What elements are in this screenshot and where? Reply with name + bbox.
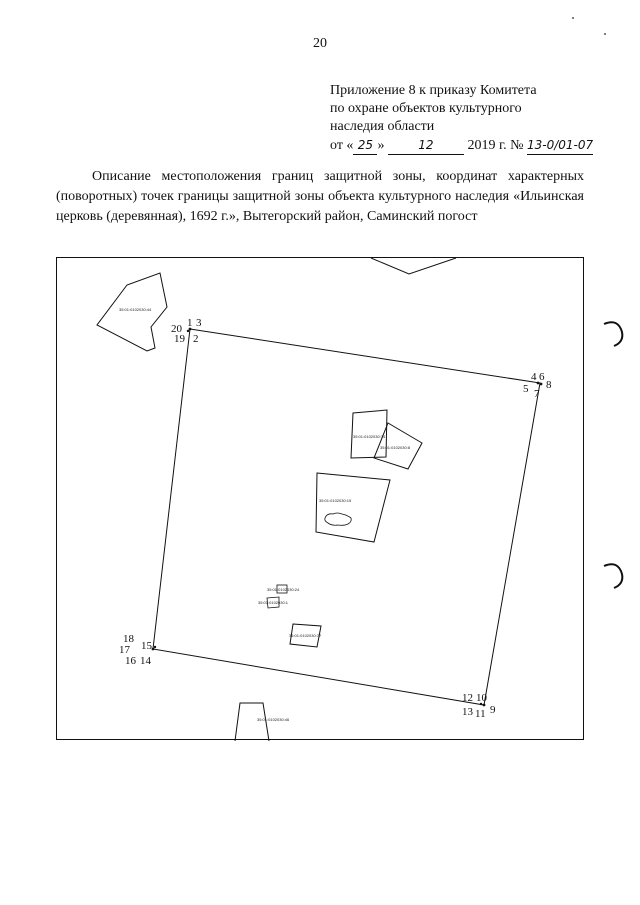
parcel-center-2	[373, 422, 423, 470]
point-label-19: 19	[174, 333, 186, 345]
point-label-4: 4	[531, 371, 537, 383]
parcel-s1	[276, 584, 288, 594]
parcel-s1-label: 35:01:0102030:24	[267, 587, 300, 592]
point-label-11: 11	[475, 708, 486, 720]
appendix-line-2: по охране объектов культурного	[330, 101, 522, 116]
point-label-7: 7	[534, 388, 540, 400]
vertex-markers	[151, 327, 543, 707]
parcel-bottom-label: 35:01:0102030:46	[257, 717, 290, 722]
parcel-nw	[96, 272, 168, 352]
parcel-top-fragment	[370, 258, 457, 275]
point-label-17: 17	[119, 644, 131, 656]
appendix-header: Приложение 8 к приказу Комитета по охран…	[330, 82, 593, 155]
point-label-9: 9	[490, 704, 496, 716]
date-month: 12	[387, 136, 464, 155]
boundary-description: Описание местоположения границ защитной …	[56, 169, 584, 224]
scan-speck	[572, 17, 574, 19]
point-label-12: 12	[462, 692, 473, 704]
church-outline	[324, 512, 352, 526]
parcel-s3	[289, 623, 322, 648]
appendix-line-3: наследия области	[330, 119, 435, 134]
map-svg: 35:01:0102030:44 35:01:0102030:74 35:01:…	[96, 258, 552, 741]
point-label-20: 20	[171, 323, 183, 335]
parcel-s3-label: 35:01:0102030:77	[289, 633, 322, 638]
point-label-3: 3	[196, 317, 202, 329]
point-label-8: 8	[546, 379, 552, 391]
parcel-big-label: 35:01:0102030:15	[319, 498, 352, 503]
punch-hole-mark-top	[603, 321, 624, 347]
date-sep: »	[377, 138, 385, 153]
parcel-s2	[266, 596, 280, 609]
point-label-13: 13	[462, 706, 474, 718]
parcel-s2-label: 35:01:0102030:1	[258, 600, 289, 605]
point-label-10: 10	[476, 692, 488, 704]
point-label-1: 1	[187, 317, 193, 329]
parcel-center-1	[350, 409, 388, 459]
date-day: 25	[353, 136, 378, 155]
point-label-16: 16	[125, 655, 137, 667]
parcel-bottom	[234, 702, 270, 741]
appendix-date-line: от «25» 12 2019 г. № 13-0/01-07	[330, 136, 593, 155]
boundary-map: 35:01:0102030:44 35:01:0102030:74 35:01:…	[56, 257, 584, 741]
point-label-14: 14	[140, 655, 152, 667]
parcel-c2-label: 35:01:0102030:8	[380, 445, 411, 450]
protection-zone-boundary	[152, 328, 541, 706]
point-label-6: 6	[539, 371, 545, 383]
date-prefix: от «	[330, 138, 354, 153]
point-label-15: 15	[141, 640, 153, 652]
punch-hole-mark-bottom	[603, 563, 624, 589]
scan-speck	[604, 33, 606, 35]
page-number: 20	[313, 36, 327, 51]
point-label-2: 2	[193, 333, 199, 345]
date-year: 2019 г. №	[467, 138, 524, 153]
point-label-18: 18	[123, 633, 135, 645]
parcel-nw-label: 35:01:0102030:44	[119, 307, 152, 312]
appendix-line-1: Приложение 8 к приказу Комитета	[330, 83, 537, 98]
point-label-5: 5	[523, 383, 529, 395]
parcel-c1-label: 35:01:0102030:74	[353, 434, 386, 439]
order-number: 13-0/01-07	[526, 136, 593, 155]
parcel-big	[315, 472, 391, 543]
